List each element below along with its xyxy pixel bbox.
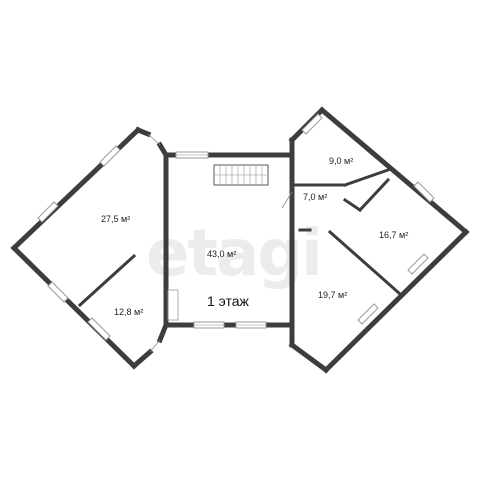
room-area-left-small: 12,8 м² (114, 307, 143, 317)
window-center-top (175, 151, 209, 159)
room-area-right-hall: 7,0 м² (303, 192, 327, 202)
staircase (213, 164, 269, 186)
center-closet (167, 289, 179, 321)
windows-left-wing (37, 145, 121, 341)
door-left-top (147, 133, 161, 146)
room-area-center: 43,0 м² (207, 249, 236, 259)
window-center-bottom (193, 321, 267, 329)
door-left-bottom (149, 339, 161, 353)
room-area-right-bottom: 19,7 м² (318, 290, 347, 300)
door-right-hall (281, 191, 293, 209)
left-wing-walls (10, 126, 170, 370)
windows-right-wing (301, 113, 435, 325)
floor-title: 1 этаж (207, 293, 250, 309)
room-area-right-mid: 16,7 м² (379, 230, 408, 240)
room-area-left-big: 27,5 м² (101, 214, 130, 224)
room-area-right-top: 9,0 м² (329, 156, 353, 166)
